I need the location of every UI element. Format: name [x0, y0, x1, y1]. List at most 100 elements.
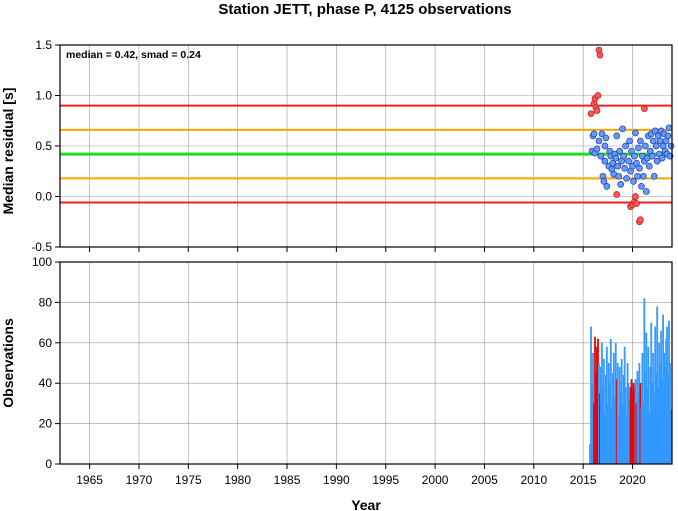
- residual-panel: -0.50.00.51.01.5: [31, 38, 675, 254]
- observation-bar-flagged: [599, 393, 601, 464]
- observation-bar: [645, 332, 648, 464]
- observation-bar: [618, 367, 621, 464]
- observation-bar: [604, 375, 607, 464]
- observation-bar: [610, 407, 613, 464]
- observation-bar: [669, 363, 671, 464]
- inlier-point: [630, 178, 637, 185]
- inlier-point: [631, 152, 638, 160]
- observation-bar: [663, 352, 666, 464]
- observation-bar: [608, 383, 611, 464]
- inlier-point: [600, 178, 608, 185]
- observation-bar: [627, 383, 630, 464]
- observation-bar-flagged: [635, 403, 638, 464]
- observation-bar: [607, 363, 610, 464]
- observation-bar: [641, 352, 644, 464]
- outlier-point: [637, 216, 644, 224]
- observation-bar-flagged: [632, 383, 635, 464]
- observation-bar-flagged: [597, 338, 599, 464]
- inlier-point: [614, 162, 622, 170]
- inlier-point: [625, 157, 632, 165]
- observation-bar-flagged: [593, 403, 595, 464]
- inlier-point: [650, 172, 658, 180]
- observation-bar: [647, 346, 650, 464]
- observation-bar: [660, 330, 663, 464]
- observation-bar-flagged: [594, 336, 596, 464]
- x-tick-label: 2010: [520, 473, 547, 487]
- inlier-point: [667, 142, 675, 150]
- inlier-point: [623, 174, 630, 182]
- observation-bar: [609, 338, 612, 464]
- inlier-point: [615, 172, 623, 180]
- observation-bar: [592, 352, 594, 464]
- x-tick-label: 1980: [224, 473, 251, 487]
- observation-bar-flagged: [630, 379, 633, 464]
- observation-bar: [634, 379, 637, 464]
- observation-bar: [654, 326, 657, 464]
- y-tick-label: 100: [32, 255, 52, 269]
- outlier-point: [633, 200, 640, 207]
- inlier-point: [601, 157, 609, 165]
- observation-bar: [668, 320, 670, 464]
- y-tick-label: 0.0: [35, 190, 52, 204]
- observation-bar: [648, 413, 651, 464]
- inlier-point: [602, 134, 610, 142]
- observation-bar-flagged: [595, 373, 597, 464]
- observation-bar: [670, 409, 672, 464]
- inlier-point: [617, 181, 625, 188]
- observation-bar: [622, 375, 625, 464]
- observation-bar: [612, 352, 615, 464]
- observation-bar: [650, 322, 653, 464]
- inlier-point: [619, 125, 626, 133]
- observation-bar: [590, 326, 592, 464]
- inlier-point: [634, 172, 641, 180]
- y-tick-label: 0.5: [35, 139, 52, 153]
- observation-bar: [659, 363, 662, 464]
- observation-bar: [602, 358, 605, 464]
- observation-bar: [653, 393, 656, 464]
- observation-bar: [636, 371, 639, 464]
- y-tick-label: 20: [39, 417, 53, 431]
- inlier-point: [626, 137, 633, 145]
- observation-bar: [637, 393, 640, 464]
- stats-annotation: median = 0.42, smad = 0.24: [66, 49, 201, 61]
- x-tick-label: 2015: [570, 473, 597, 487]
- observation-bar: [638, 363, 641, 464]
- observation-bar: [664, 367, 666, 464]
- inlier-point: [642, 188, 650, 195]
- observation-bar: [614, 342, 617, 464]
- inlier-point: [632, 129, 639, 137]
- inlier-point: [635, 144, 642, 152]
- inlier-point: [620, 152, 627, 160]
- x-tick-label: 1965: [76, 473, 103, 487]
- observation-bar: [667, 373, 669, 464]
- inlier-point: [665, 124, 673, 132]
- x-tick-label: 1975: [175, 473, 202, 487]
- observation-bar: [613, 397, 616, 464]
- observation-bar: [620, 358, 623, 464]
- observation-bar: [657, 387, 660, 464]
- outlier-point: [613, 191, 621, 198]
- inlier-point: [609, 159, 617, 167]
- x-tick-label: 1995: [372, 473, 399, 487]
- inlier-point: [645, 162, 653, 170]
- inlier-point: [597, 152, 605, 160]
- observation-bar: [651, 383, 654, 464]
- inlier-point: [633, 159, 640, 167]
- observation-bar-flagged: [631, 391, 634, 464]
- observation-bar: [626, 363, 629, 464]
- observation-bar: [646, 387, 649, 464]
- observation-bar: [591, 383, 593, 464]
- outlier-point: [593, 107, 601, 115]
- observation-bar: [621, 403, 624, 464]
- observation-bar: [656, 306, 659, 464]
- observation-bar: [655, 373, 658, 464]
- outlier-point: [596, 51, 604, 59]
- observation-bar-flagged: [615, 379, 618, 464]
- observation-bar: [652, 352, 655, 464]
- observation-bar: [628, 399, 631, 464]
- observations-plot-frame: [59, 261, 673, 465]
- x-axis-label: Year: [351, 497, 381, 511]
- inlier-point: [598, 130, 606, 138]
- outlier-point: [632, 193, 639, 200]
